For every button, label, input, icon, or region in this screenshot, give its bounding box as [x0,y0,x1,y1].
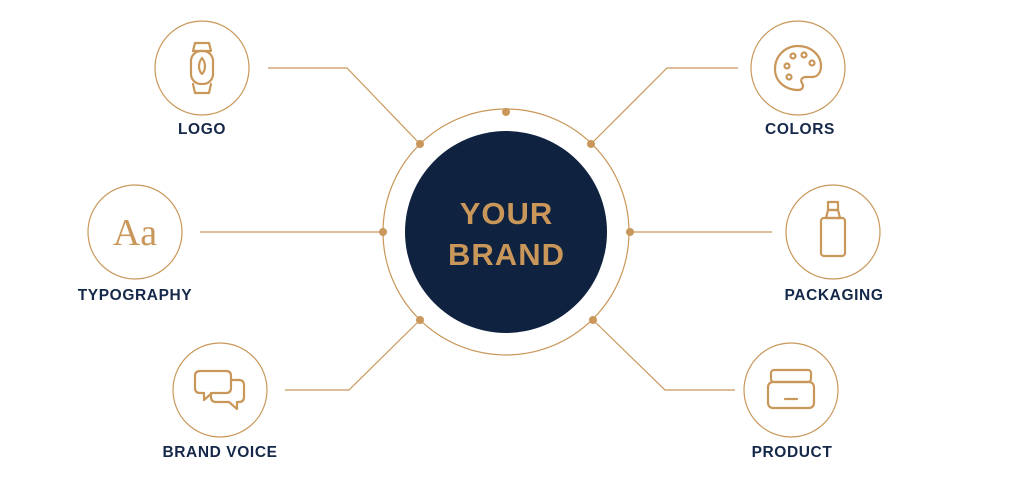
label-packaging: PACKAGING [784,287,884,304]
connector-brand-voice [285,319,421,391]
ring-dot [416,140,424,148]
spray-bottle-icon [819,200,847,258]
node-circle-product [743,342,839,438]
ring-dot [502,108,510,116]
node-circle-brand-voice [172,342,268,438]
node-circle-typography [87,184,183,280]
ring-dot [587,140,595,148]
ring-dot [379,228,387,236]
cosmetic-jar-icon [766,368,816,410]
center-title-line1: YOUR [459,196,554,231]
node-circle-logo [154,20,250,116]
ring-dot [626,228,634,236]
ring-dot [416,316,424,324]
watch-icon [189,41,215,95]
connector-colors [590,67,738,145]
center-circle [405,131,607,333]
chat-bubbles-icon [193,369,246,411]
center-title: YOUR BRAND [405,193,608,275]
label-logo: LOGO [177,121,227,138]
label-typography: TYPOGRAPHY [77,287,193,304]
label-product: PRODUCT [751,444,833,461]
node-circle-colors [750,20,846,116]
connector-product [592,319,735,391]
label-colors: COLORS [765,121,835,138]
paint-palette-icon [773,44,823,92]
text-aa-icon: Aa [113,212,157,254]
center-title-line2: BRAND [448,237,565,272]
ring-dot [589,316,597,324]
connector-logo [268,67,421,145]
node-circle-packaging [785,184,881,280]
label-brand-voice: BRAND VOICE [162,444,278,461]
